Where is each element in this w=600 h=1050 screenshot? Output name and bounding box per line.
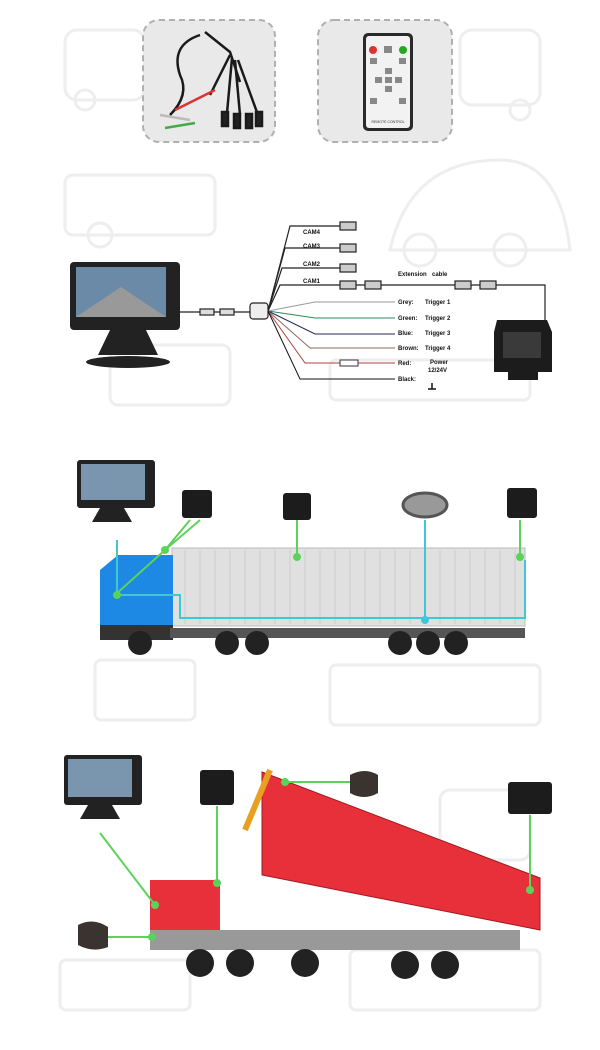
wire-function: Power	[430, 360, 449, 366]
container-ribs	[184, 550, 516, 624]
wire-legend: Grey: Trigger 1 Green: Trigger 2 Blue: T…	[398, 300, 451, 383]
cable-label: cable	[432, 272, 448, 278]
wheels	[186, 949, 459, 979]
wire-color: Blue:	[398, 331, 413, 337]
cable-accessory-panel	[142, 19, 276, 143]
container-truck-installation	[77, 460, 537, 655]
wire-color: Black:	[398, 377, 416, 383]
camera-icons	[182, 488, 537, 520]
wire-color: Grey:	[398, 300, 414, 306]
cam1-label: CAM1	[303, 279, 321, 285]
green-camera-links	[99, 781, 531, 938]
camera-icons	[78, 770, 552, 950]
wire-function: Trigger 2	[425, 316, 451, 322]
remote-accessory-panel: REMOTE CONTROL	[317, 19, 453, 143]
cam4-label: CAM4	[303, 230, 321, 236]
monitor-icon	[70, 262, 180, 368]
dump-truck-installation	[64, 755, 552, 979]
wiring-diagram: CAM4 CAM3 CAM2 CAM1 Extension cable Grey…	[70, 221, 552, 390]
wire-function-voltage: 12/24V	[428, 368, 447, 374]
wire-color: Red:	[398, 361, 411, 367]
remote-control-icon: REMOTE CONTROL	[363, 33, 413, 131]
wire-color: Brown:	[398, 346, 419, 352]
backup-camera-icon	[494, 320, 552, 380]
extension-label: Extension	[398, 272, 427, 278]
wire-color: Green:	[398, 316, 417, 322]
wire-function: Trigger 1	[425, 300, 451, 306]
wheels	[128, 631, 468, 655]
cam2-label: CAM2	[303, 262, 321, 268]
wire-function: Trigger 3	[425, 331, 451, 337]
cyan-cabling	[116, 520, 526, 620]
monitor-icon	[77, 460, 155, 522]
wire-function: Trigger 4	[425, 346, 451, 352]
remote-label: REMOTE CONTROL	[371, 120, 404, 124]
monitor-icon	[64, 755, 142, 819]
multi-connector-cable-icon	[159, 31, 264, 130]
cam3-label: CAM3	[303, 244, 321, 250]
